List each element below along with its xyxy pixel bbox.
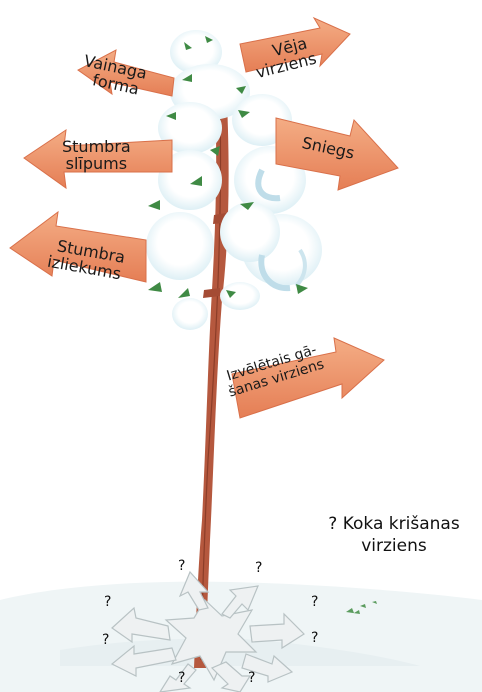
question-mark-bottom-right: ? (248, 670, 255, 686)
question-mark-left-lower: ? (102, 632, 109, 648)
label-stumbra-slipums: Stumbra slīpums (62, 138, 131, 172)
caption-koka-krisanas-virziens: ? Koka krišanas virziens (308, 513, 480, 557)
question-mark-top-left: ? (178, 558, 185, 574)
question-mark-top-right: ? (255, 560, 262, 576)
tree-crown (146, 30, 322, 330)
question-mark-right-upper: ? (311, 594, 318, 610)
question-mark-bottom-left: ? (178, 670, 185, 686)
question-mark-left-upper: ? (104, 594, 111, 610)
question-mark-right-lower: ? (311, 630, 318, 646)
